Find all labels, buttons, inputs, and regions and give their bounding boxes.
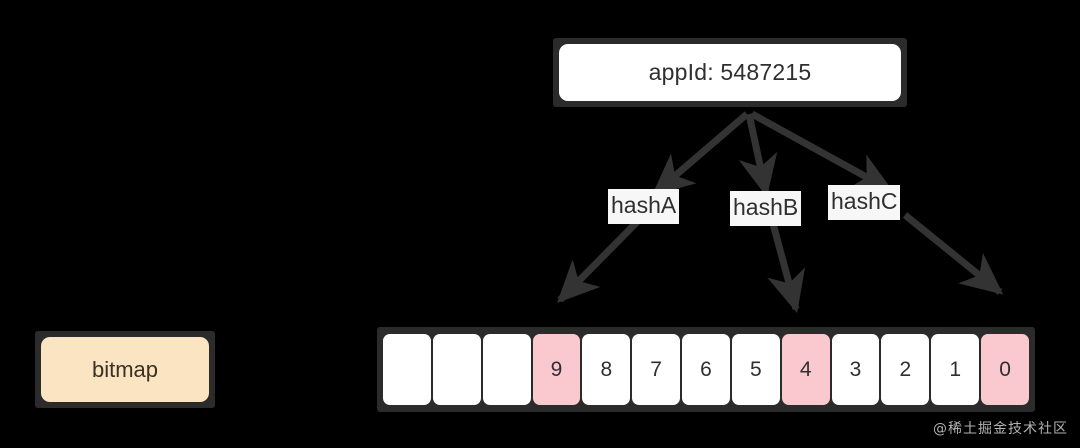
edge-hasha-to-bit9 — [557, 216, 643, 303]
bitmap-cell[interactable]: 4 — [781, 334, 830, 405]
bitmap-cell[interactable]: 0 — [981, 334, 1029, 405]
hash-label-hasha: hashA — [608, 189, 680, 224]
bitmap-cell[interactable]: 7 — [632, 334, 681, 405]
edge-hashc-to-bit0 — [902, 212, 1004, 295]
bitmap-cell[interactable]: 3 — [831, 334, 880, 405]
edge-hashb-to-bit4 — [767, 219, 806, 314]
bitmap-cell[interactable]: 9 — [532, 334, 581, 405]
hash-label-hashb: hashB — [730, 191, 802, 226]
bitmap-cell[interactable] — [482, 334, 531, 405]
appid-box: appId: 5487215 — [559, 44, 901, 101]
bitmap-cell[interactable]: 2 — [881, 334, 930, 405]
bitmap-cell[interactable]: 5 — [731, 334, 780, 405]
edge-appid-to-hashc — [750, 110, 894, 194]
bitmap-legend-node: bitmap — [35, 331, 215, 408]
appid-node: appId: 5487215 — [553, 38, 907, 107]
bitmap-cell[interactable] — [432, 334, 481, 405]
edge-appid-to-hashb — [738, 113, 778, 198]
bitmap-cell[interactable]: 6 — [682, 334, 730, 405]
hash-label-hashc: hashC — [828, 185, 901, 220]
bitmap-cell[interactable] — [383, 334, 431, 405]
bitmap-legend-box: bitmap — [41, 337, 209, 402]
bitmap-legend-label: bitmap — [91, 356, 159, 382]
bitmap-cell[interactable]: 8 — [582, 334, 631, 405]
bitmap-cell[interactable]: 1 — [931, 334, 980, 405]
appid-label: appId: 5487215 — [648, 59, 812, 85]
watermark: @稀土掘金技术社区 — [933, 421, 1068, 437]
edge-appid-to-hasha — [651, 111, 750, 196]
